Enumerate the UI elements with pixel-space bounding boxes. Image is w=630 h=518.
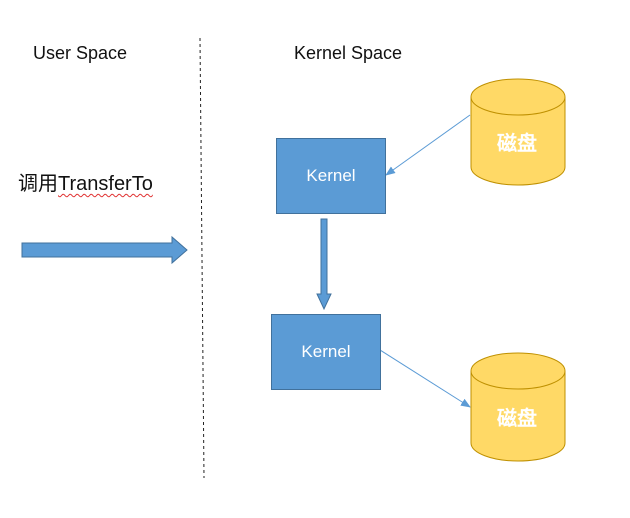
space-divider <box>199 37 205 479</box>
call-method-name: TransferTo <box>58 173 153 195</box>
transferto-call-label: 调用TransferTo <box>18 167 153 196</box>
disk-bottom-label: 磁盘 <box>497 406 537 430</box>
kernel-space-heading: Kernel Space <box>294 43 403 63</box>
kernel-box-bottom: Kernel <box>271 314 381 390</box>
call-prefix: 调用 <box>18 173 58 195</box>
user-space-heading: User Space <box>33 43 128 63</box>
disk-top-cylinder <box>470 78 566 186</box>
disk-bottom-cylinder <box>470 352 566 462</box>
call-arrow <box>21 235 188 265</box>
kernel-to-disk-connector <box>379 349 471 408</box>
kernel-box-top: Kernel <box>276 138 386 214</box>
disk-to-kernel-connector <box>385 114 471 176</box>
disk-top-label: 磁盘 <box>497 131 537 155</box>
kernel-to-kernel-arrow <box>316 218 332 311</box>
